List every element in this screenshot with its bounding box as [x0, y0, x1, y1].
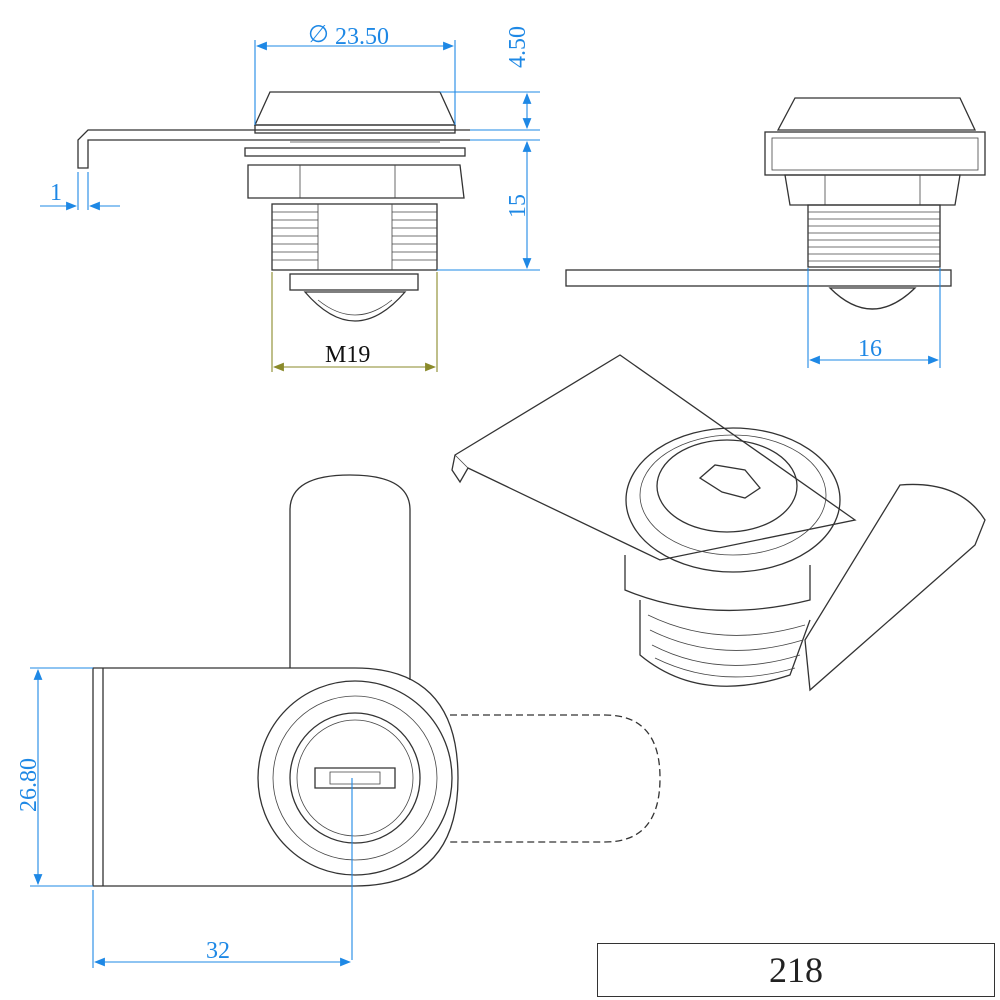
cam-width-label: 26.80 — [16, 758, 42, 812]
side-dimensions: 16 — [807, 268, 941, 368]
face-view — [92, 474, 661, 960]
side-view — [565, 97, 986, 310]
drawing-number: 218 — [769, 950, 823, 990]
drawing-number-box: 218 — [597, 943, 995, 997]
cam-length-label: 32 — [206, 938, 230, 964]
isometric-view — [451, 354, 986, 692]
thread-label: M19 — [325, 342, 370, 368]
body-height-label: 15 — [505, 194, 531, 218]
front-dimensions: ∅ 23.50 4.50 15 1 M19 — [40, 22, 540, 372]
face-dimensions: 26.80 32 — [16, 667, 352, 968]
side-width-label: 16 — [858, 336, 882, 362]
plate-thickness-label: 1 — [50, 180, 62, 206]
cap-height-label: 4.50 — [505, 26, 531, 68]
diameter-symbol: ∅ — [308, 22, 329, 48]
front-view — [77, 91, 470, 322]
cap-diameter-label: 23.50 — [335, 24, 389, 50]
